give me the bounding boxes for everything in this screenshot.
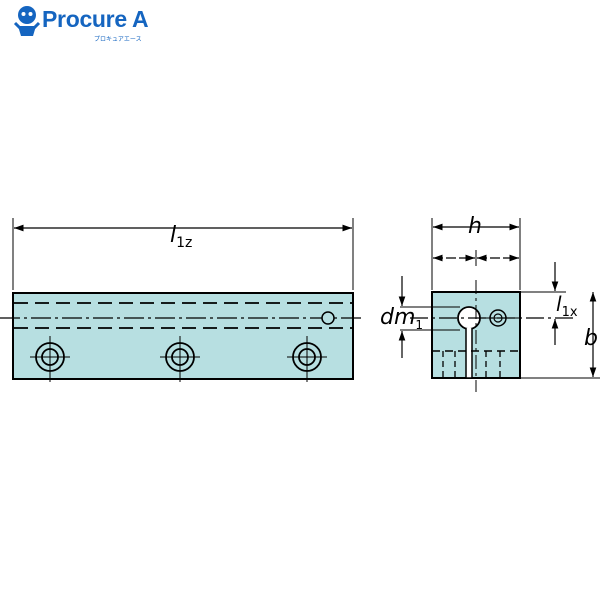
height-dimension: h	[431, 214, 521, 290]
procure-a-logo[interactable]: Procure A プロキュアエース	[12, 4, 172, 44]
length-label-sub: 1z	[176, 235, 192, 251]
front-view-body	[12, 292, 354, 380]
offset-dimension: l1x	[521, 262, 578, 345]
mounting-hole-2	[160, 336, 200, 382]
logo-kana-text: プロキュアエース	[94, 36, 142, 43]
svg-text:l1x: l1x	[556, 292, 578, 320]
svg-text:l1z: l1z	[170, 223, 192, 251]
width-label: b	[584, 326, 598, 351]
mounting-hole-3	[287, 336, 327, 382]
svg-text:dm1: dm1	[380, 305, 423, 332]
bore-label-sub: 1	[415, 318, 423, 332]
offset-label-sub: 1x	[562, 305, 578, 320]
height-label: h	[468, 214, 482, 239]
end-view: h dm1 l1x	[380, 214, 600, 392]
length-label: l	[170, 223, 176, 248]
front-view: l1z	[0, 218, 362, 382]
logo-brand-text: Procure A	[42, 6, 149, 32]
mounting-hole-1	[30, 336, 70, 382]
offset-label: l	[556, 292, 562, 316]
coolant-port	[321, 311, 335, 325]
end-view-slot	[465, 328, 473, 379]
width-dimension: b	[521, 292, 600, 379]
length-dimension: l1z	[12, 218, 354, 290]
mascot-icon	[13, 6, 41, 36]
bore-label: dm	[380, 305, 415, 330]
bore-dimension: dm1	[380, 276, 460, 358]
